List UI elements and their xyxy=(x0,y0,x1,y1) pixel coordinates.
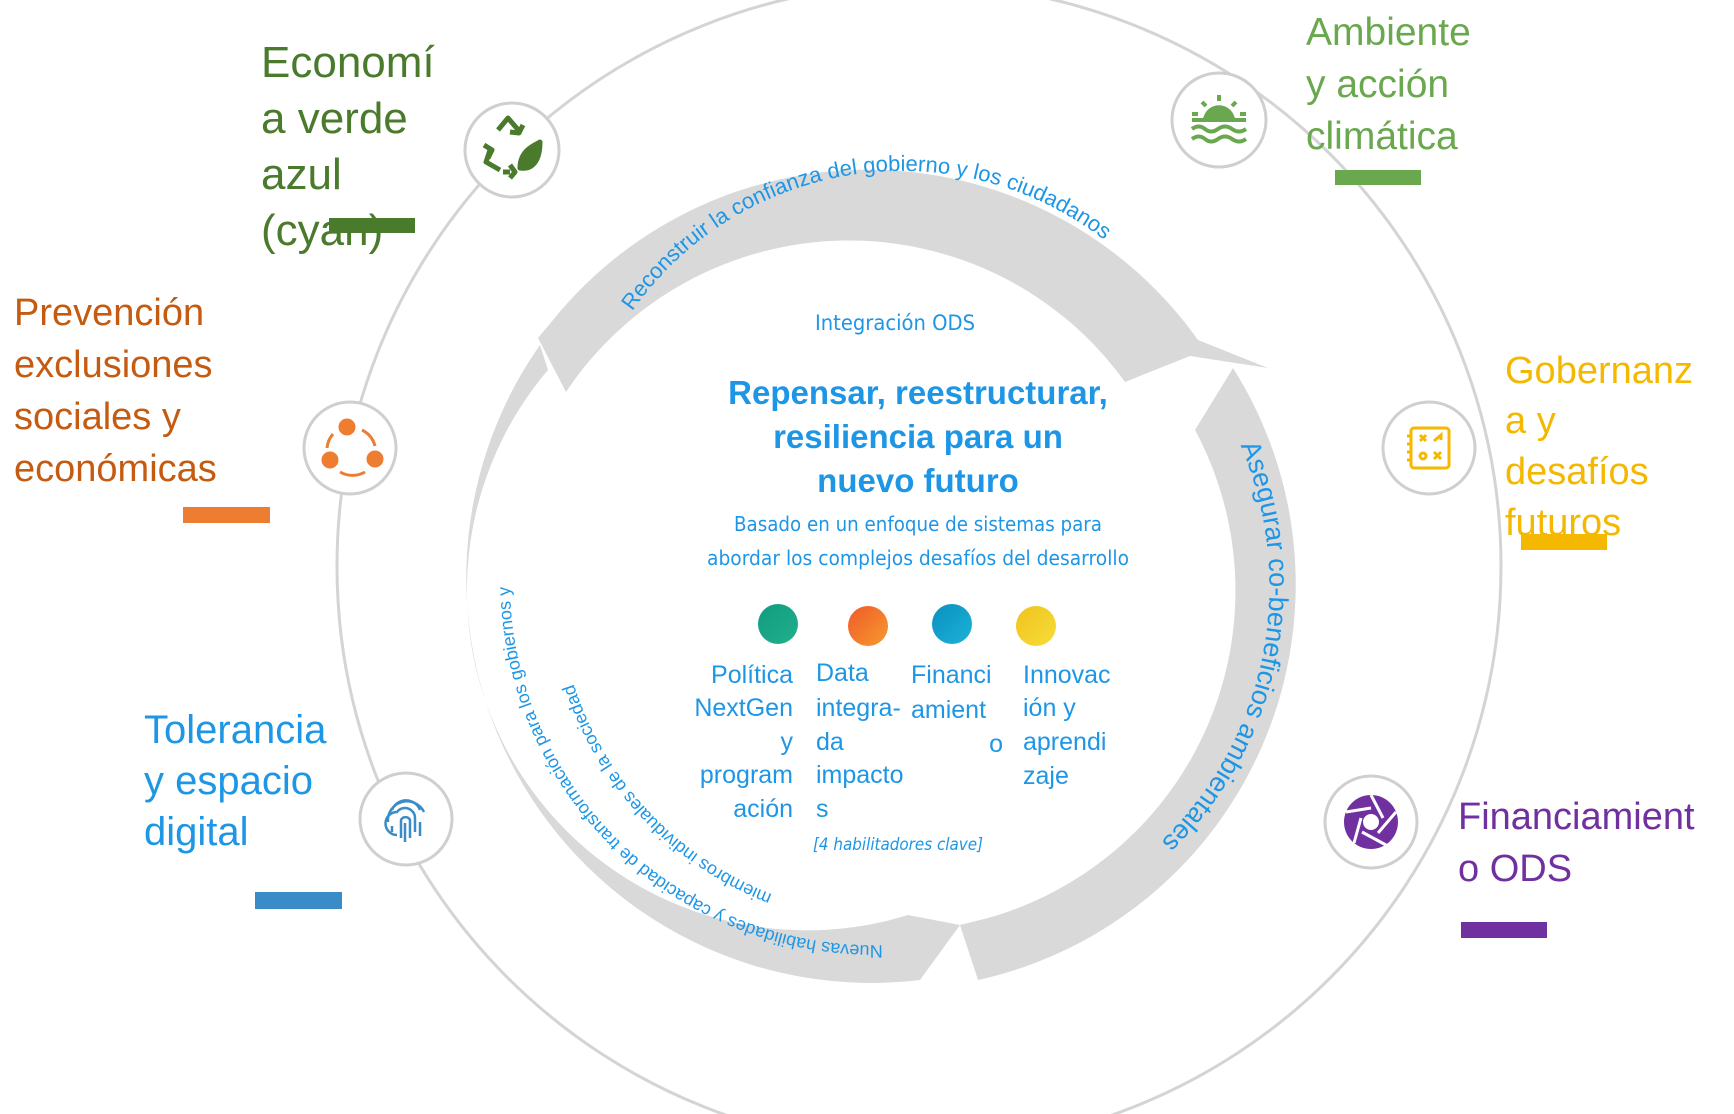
enabler-line: ación xyxy=(733,795,793,823)
topic-line: exclusiones xyxy=(14,344,213,386)
enabler-line: da xyxy=(816,728,844,756)
topic-line: azul xyxy=(261,150,342,199)
center-subtitle-line-2: abordar los complejos desafíos del desar… xyxy=(707,546,1129,570)
topic-bar-gobernanza xyxy=(1521,534,1607,550)
enabler-line: Innovac xyxy=(1023,661,1111,689)
fingerprint-icon xyxy=(384,799,426,842)
left-arrow xyxy=(466,345,960,983)
enabler-label-innovacion: Innovac ión y aprendi zaje xyxy=(1023,661,1111,790)
cycle-nodes-icon xyxy=(321,418,384,477)
enabler-line: integra- xyxy=(816,694,901,722)
aperture-icon xyxy=(1344,794,1398,849)
topic-node-financiamiento xyxy=(1323,774,1419,870)
topic-bar-financiamiento xyxy=(1461,922,1547,938)
enabler-line: program xyxy=(700,761,793,789)
topic-bar-economia xyxy=(329,218,415,233)
enabler-label-politica: Política NextGen y program ación xyxy=(694,661,793,823)
topic-bar-ambiente xyxy=(1335,170,1421,185)
enabler-line: NextGen xyxy=(694,694,793,722)
topic-label-economia: Economí a verde azul (cyan) xyxy=(261,38,435,255)
enabler-line: amient xyxy=(911,696,986,724)
topic-node-prevencion xyxy=(302,400,398,496)
enabler-label-data: Data integra- da impacto s xyxy=(816,659,904,823)
topic-line: climática xyxy=(1306,115,1458,158)
outer-ring xyxy=(335,0,1503,1114)
right-arrow xyxy=(960,368,1296,980)
enabler-line: Financi xyxy=(911,661,992,689)
topic-bar-prevencion xyxy=(183,507,270,523)
enabler-line: s xyxy=(816,795,829,823)
topic-line: a verde xyxy=(261,94,408,143)
topic-line: digital xyxy=(144,810,249,854)
center-title-line-1: Repensar, reestructurar, xyxy=(728,374,1108,411)
cycle-arrows xyxy=(466,169,1296,983)
enabler-dot-politica xyxy=(758,604,798,644)
topic-node-gobernanza xyxy=(1381,400,1477,496)
top-arrow xyxy=(538,169,1268,392)
enablers-caption: [4 habilitadores clave] xyxy=(813,835,983,855)
topic-line: desafíos xyxy=(1505,451,1649,493)
topic-node-ambiente xyxy=(1170,71,1268,169)
topic-line: sociales y xyxy=(14,396,181,438)
center-subtitle-line-1: Basado en un enfoque de sistemas para xyxy=(734,512,1102,536)
topic-line: económicas xyxy=(14,448,217,490)
topic-line: Gobernanz xyxy=(1505,350,1693,392)
enabler-line: impacto xyxy=(816,761,904,789)
integration-label: Integración ODS xyxy=(815,311,975,335)
center-title-line-2: resiliencia para un xyxy=(773,418,1063,455)
topic-line: y espacio xyxy=(144,759,313,803)
enabler-line: zaje xyxy=(1023,762,1069,790)
topic-node-tolerancia xyxy=(358,771,454,867)
enabler-dot-financiamiento xyxy=(932,604,972,644)
topic-line: a y xyxy=(1505,400,1556,442)
strategy-board-icon xyxy=(1407,426,1451,470)
topic-label-gobernanza: Gobernanz a y desafíos futuros xyxy=(1505,350,1693,544)
center-block: Integración ODS Repensar, reestructurar,… xyxy=(694,311,1129,855)
enabler-label-financiamiento: Financi amient o xyxy=(911,661,1003,758)
enabler-line: Política xyxy=(711,661,793,689)
enabler-line: o xyxy=(989,730,1003,758)
topic-bar-tolerancia xyxy=(255,892,342,909)
topic-line: y acción xyxy=(1306,63,1449,106)
center-title-line-3: nuevo futuro xyxy=(817,462,1019,499)
topic-line: Economí xyxy=(261,38,435,87)
enabler-line: y xyxy=(781,728,794,756)
sunrise-waves-icon xyxy=(1190,95,1248,144)
topic-line: o ODS xyxy=(1458,848,1572,890)
topic-label-ambiente: Ambiente y acción climática xyxy=(1306,11,1471,158)
topic-line: Financiamient xyxy=(1458,796,1695,838)
topic-label-financiamiento: Financiamient o ODS xyxy=(1458,796,1695,890)
recycle-leaf-icon xyxy=(482,115,543,180)
topic-node-economia xyxy=(463,101,561,199)
topic-line: Ambiente xyxy=(1306,11,1471,54)
topic-label-prevencion: Prevención exclusiones sociales y económ… xyxy=(14,292,217,490)
enabler-dot-innovacion xyxy=(1016,606,1056,646)
topic-line: Prevención xyxy=(14,292,204,334)
enabler-line: Data xyxy=(816,659,869,687)
topic-line: Tolerancia xyxy=(144,708,327,752)
topic-label-tolerancia: Tolerancia y espacio digital xyxy=(144,708,327,854)
enabler-dot-data xyxy=(848,606,888,646)
enabler-line: aprendi xyxy=(1023,728,1106,756)
enabler-line: ión y xyxy=(1023,694,1076,722)
